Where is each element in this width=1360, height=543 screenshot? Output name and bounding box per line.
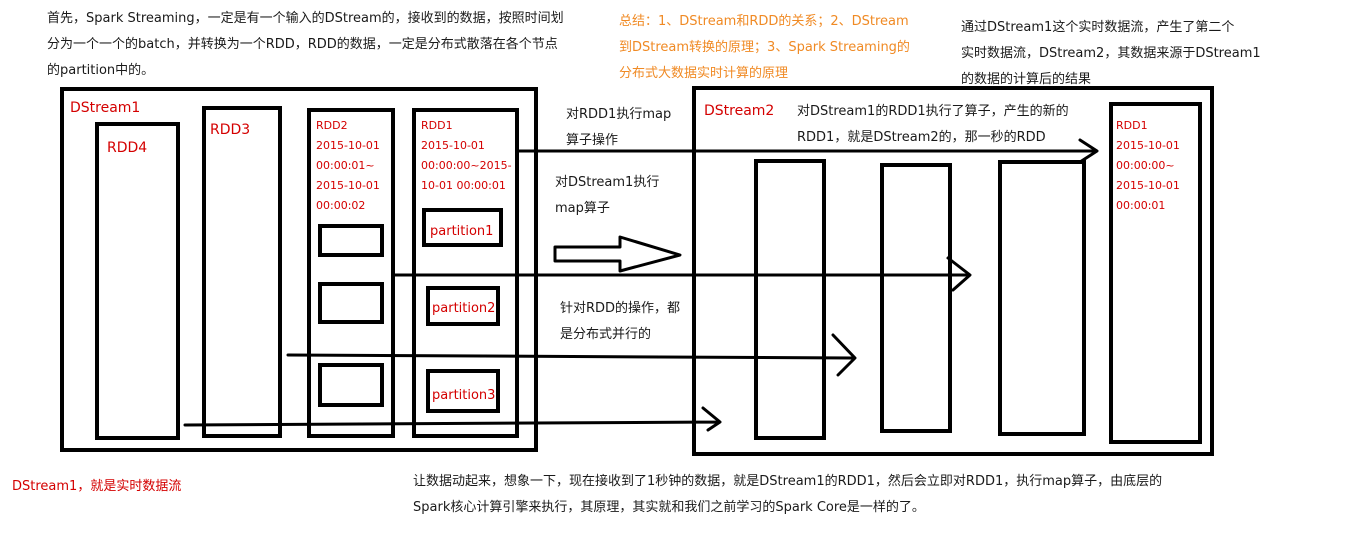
rdd2-time-3: 2015-10-01 <box>316 179 380 192</box>
rdd4-box <box>95 122 180 440</box>
map-dstream-line-1: 对DStream1执行 <box>555 175 660 190</box>
dstream2-rdd1-time-4: 00:00:01 <box>1116 199 1166 212</box>
dstream2-note-line-1: 对DStream1的RDD1执行了算子，产生的新的 <box>797 104 1069 119</box>
intro-line-2: 分为一个一个的batch，并转换为一个RDD，RDD的数据，一定是分布式散落在各… <box>47 37 558 52</box>
summary-note: 总结：1、DStream和RDD的关系；2、DStream 到DStream转换… <box>619 9 910 87</box>
origin-line-3: 的数据的计算后的结果 <box>961 72 1092 87</box>
rdd2-box <box>307 108 395 438</box>
rdd1-label: RDD1 2015-10-01 00:00:00~2015- 10-01 00:… <box>421 116 512 196</box>
rdd1-time-1: 2015-10-01 <box>421 139 485 152</box>
rdd3-box <box>202 106 282 438</box>
arrow-rdd1-map <box>516 138 1099 164</box>
dstream2-rdd-box-3 <box>998 160 1086 436</box>
bottom-line-2: Spark核心计算引擎来执行，其原理，其实就和我们之前学习的Spark Core… <box>413 500 925 515</box>
dstream2-rdd1-time-1: 2015-10-01 <box>1116 139 1180 152</box>
intro-line-1: 首先，Spark Streaming，一定是有一个输入的DStream的，接收到… <box>47 11 564 26</box>
dstream1-container <box>60 87 538 452</box>
dstream2-origin-note: 通过DStream1这个实时数据流，产生了第二个 实时数据流，DStream2，… <box>961 15 1261 93</box>
partition1-label: partition1 <box>430 224 494 239</box>
map-dstream-line-2: map算子 <box>555 201 610 216</box>
bottom-line-1: 让数据动起来，想象一下，现在接收到了1秒钟的数据，就是DStream1的RDD1… <box>413 474 1163 489</box>
dstream2-container <box>692 86 1214 456</box>
rdd3-label: RDD3 <box>210 122 251 138</box>
partition3-label: partition3 <box>432 388 496 403</box>
map-rdd1-line-1: 对RDD1执行map <box>566 107 672 122</box>
distributed-line-2: 是分布式并行的 <box>560 327 652 342</box>
rdd2-partition-1 <box>318 224 384 257</box>
rdd2-time-4: 00:00:02 <box>316 199 366 212</box>
distributed-line-1: 针对RDD的操作，都 <box>560 301 681 316</box>
summary-line-2: 到DStream转换的原理；3、Spark Streaming的 <box>619 40 910 55</box>
map-dstream-label: 对DStream1执行 map算子 <box>555 170 659 222</box>
rdd1-name: RDD1 <box>421 119 453 132</box>
summary-line-3: 分布式大数据实时计算的原理 <box>619 66 789 81</box>
summary-line-1: 总结：1、DStream和RDD的关系；2、DStream <box>619 14 909 29</box>
arrow-partition3 <box>183 406 722 432</box>
dstream1-definition-note: DStream1，就是实时数据流 <box>12 479 182 494</box>
dstream2-note: 对DStream1的RDD1执行了算子，产生的新的 RDD1，就是DStream… <box>797 99 1069 151</box>
rdd2-partition-3 <box>318 363 384 407</box>
distributed-label: 针对RDD的操作，都 是分布式并行的 <box>560 296 680 348</box>
rdd2-partition-2 <box>318 282 384 324</box>
partition2-label: partition2 <box>432 301 496 316</box>
bottom-explanation-note: 让数据动起来，想象一下，现在接收到了1秒钟的数据，就是DStream1的RDD1… <box>413 469 1162 521</box>
dstream2-rdd1-time-3: 2015-10-01 <box>1116 179 1180 192</box>
rdd2-label: RDD2 2015-10-01 00:00:01~ 2015-10-01 00:… <box>316 116 380 216</box>
dstream2-rdd1-label: RDD1 2015-10-01 00:00:00~ 2015-10-01 00:… <box>1116 116 1180 216</box>
intro-line-3: 的partition中的。 <box>47 63 155 78</box>
dstream2-title: DStream2 <box>704 103 775 119</box>
dstream2-rdd-box-1 <box>754 159 826 440</box>
dstream1-title: DStream1 <box>70 100 141 116</box>
map-rdd1-label: 对RDD1执行map 算子操作 <box>566 102 671 154</box>
partition2-box <box>426 286 500 326</box>
rdd4-label: RDD4 <box>107 140 148 156</box>
rdd2-name: RDD2 <box>316 119 348 132</box>
arrow-partition2 <box>286 333 857 377</box>
partition3-box <box>426 369 500 413</box>
dstream2-rdd1-box <box>1109 102 1202 444</box>
arrow-partition1 <box>393 256 972 292</box>
rdd1-time-2: 00:00:00~2015- <box>421 159 512 172</box>
partition1-box <box>422 208 503 247</box>
dstream2-rdd1-time-2: 00:00:00~ <box>1116 159 1175 172</box>
dstream2-rdd-box-2 <box>880 163 952 433</box>
rdd2-time-2: 00:00:01~ <box>316 159 375 172</box>
origin-line-2: 实时数据流，DStream2，其数据来源于DStream1 <box>961 46 1261 61</box>
block-arrow-map <box>553 235 682 273</box>
dstream2-note-line-2: RDD1，就是DStream2的，那一秒的RDD <box>797 130 1046 145</box>
intro-note: 首先，Spark Streaming，一定是有一个输入的DStream的，接收到… <box>47 6 564 84</box>
rdd2-time-1: 2015-10-01 <box>316 139 380 152</box>
origin-line-1: 通过DStream1这个实时数据流，产生了第二个 <box>961 20 1235 35</box>
map-rdd1-line-2: 算子操作 <box>566 133 619 148</box>
rdd1-time-3: 10-01 00:00:01 <box>421 179 506 192</box>
dstream2-rdd1-name: RDD1 <box>1116 119 1148 132</box>
rdd1-box <box>412 108 519 438</box>
